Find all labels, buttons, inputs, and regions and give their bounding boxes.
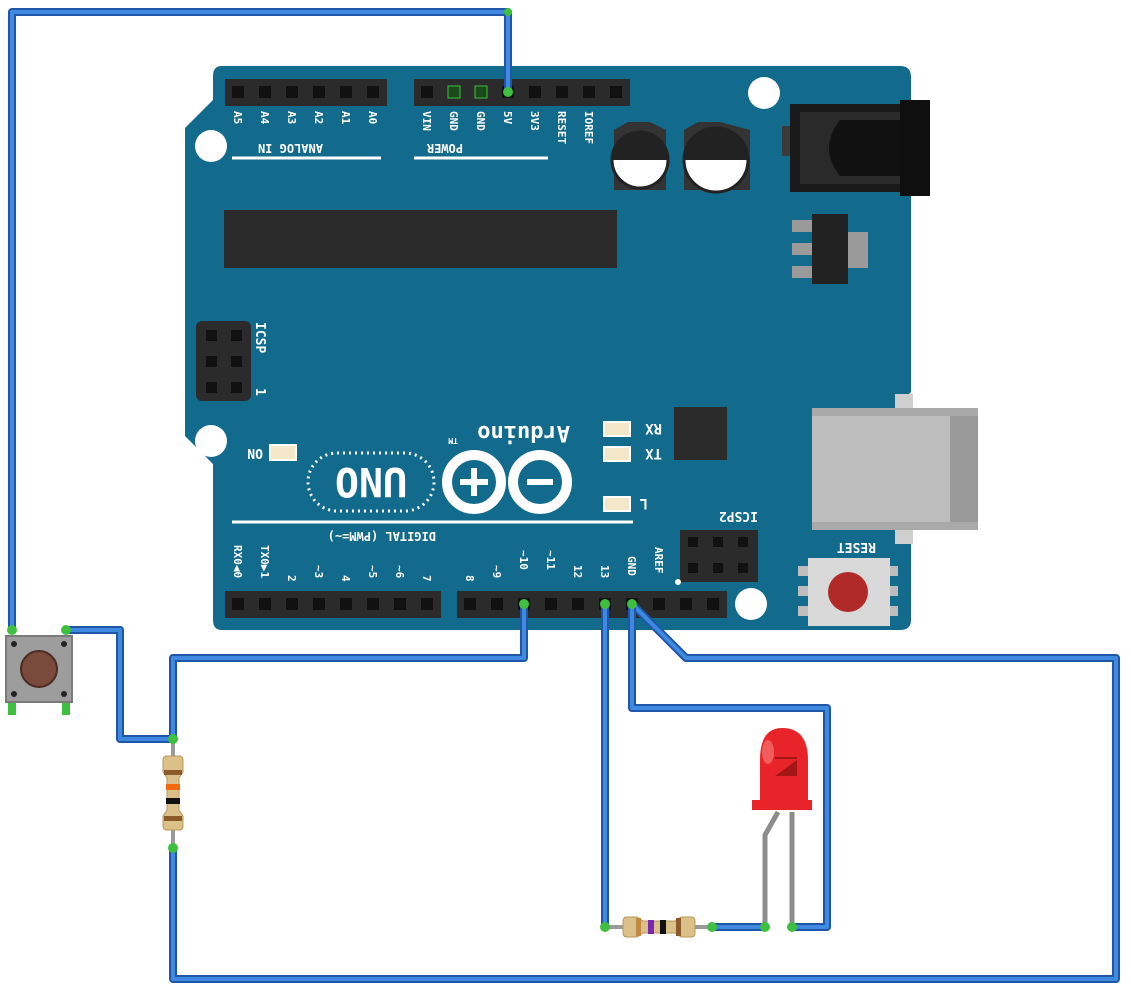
mounting-hole — [735, 588, 767, 620]
mounting-hole — [195, 130, 227, 162]
l-led — [603, 496, 631, 512]
pin-label-a4: A4 — [258, 111, 271, 125]
capacitor — [610, 122, 670, 190]
icsp2-label: ICSP2 — [719, 508, 758, 523]
icsp-label: ICSP — [252, 322, 267, 353]
mounting-hole — [748, 77, 780, 109]
arduino-brand-text: Arduino — [477, 420, 570, 445]
pin-label-d11: ~11 — [544, 550, 557, 570]
pin-label-aref: AREF — [652, 547, 665, 574]
pin-label-d13: 13 — [598, 565, 611, 578]
icsp-header — [196, 321, 251, 401]
power-label: POWER — [426, 141, 463, 155]
pin-label-d12: 12 — [571, 565, 584, 578]
tx-label: TX — [645, 445, 662, 461]
uno-text: UNO — [335, 458, 407, 504]
icsp2-header — [675, 530, 758, 585]
pin-label-d1: TX0▶1 — [258, 545, 271, 578]
pin-label-a5: A5 — [231, 111, 244, 124]
voltage-regulator — [792, 214, 868, 284]
pin-label-d6: ~6 — [393, 565, 406, 579]
pin-label-d2: 2 — [285, 575, 298, 582]
pin-label-gnd: GND — [625, 556, 638, 576]
usb-interface-chip — [674, 407, 727, 460]
on-led — [269, 444, 297, 461]
pin-label-3v3: 3V3 — [528, 111, 541, 131]
rx-label: RX — [645, 420, 662, 436]
pin-label-5v: 5V — [501, 111, 514, 125]
capacitor — [682, 122, 750, 194]
pin-label-reset: RESET — [555, 111, 568, 144]
power-pin-labels: VIN GND GND 5V 3V3 RESET IOREF — [420, 111, 595, 144]
digital-header-left — [225, 591, 441, 618]
usb-connector — [812, 394, 978, 544]
pin-label-gnd: GND — [447, 111, 460, 131]
microcontroller-chip — [224, 210, 617, 268]
uno-badge — [306, 451, 436, 513]
pin-label-d5: ~5 — [366, 565, 379, 578]
digital-header-right — [457, 591, 727, 618]
connection-points — [7, 8, 797, 932]
wire-resistor-to-gnd-rail[interactable] — [169, 600, 1120, 983]
analog-in-label: ANALOG IN — [258, 141, 323, 155]
digital-label: DIGITAL (PWM=~) — [328, 529, 436, 543]
push-button[interactable] — [5, 635, 73, 715]
pin-label-d9: ~9 — [490, 565, 503, 578]
pin-label-d0: RX0◀0 — [231, 545, 244, 578]
pin-label-a0: A0 — [366, 111, 379, 124]
pin-label-d10: ~10 — [517, 550, 530, 570]
pin-label-d3: ~3 — [312, 565, 325, 578]
pin-label-d4: 4 — [339, 575, 352, 582]
pin-label-a1: A1 — [339, 111, 352, 125]
wire-5v-to-button[interactable] — [8, 8, 512, 634]
rx-led — [603, 421, 631, 437]
on-label: ON — [247, 445, 263, 460]
arduino-logo — [442, 450, 572, 514]
board-outline — [185, 66, 911, 630]
icsp-pin1-label: 1 — [252, 388, 267, 396]
wire-button-to-resistor[interactable] — [62, 626, 177, 743]
arduino-board: A5 A4 A3 A2 A1 A0 ANALOG IN VIN — [185, 66, 978, 630]
pin-label-d7: 7 — [420, 575, 433, 582]
pull-down-resistor — [162, 739, 184, 848]
wire-pin10-to-resistor[interactable] — [169, 600, 528, 743]
led-resistor — [605, 916, 712, 938]
reset-button[interactable] — [798, 558, 898, 626]
pin-label-d8: 8 — [463, 575, 476, 582]
pin-label-ioref: IOREF — [582, 111, 595, 144]
analog-header — [225, 79, 387, 106]
red-led — [752, 728, 812, 927]
pin-label-gnd: GND — [474, 111, 487, 131]
pin-label-a3: A3 — [285, 111, 298, 124]
dc-power-jack — [782, 100, 930, 196]
wire-gnd-to-led-cathode[interactable] — [628, 600, 831, 931]
mounting-hole — [195, 425, 227, 457]
digital-pin-labels: RX0◀0 TX0▶1 2 ~3 4 ~5 ~6 7 8 ~9 ~10 ~11 … — [231, 545, 665, 582]
reset-label: RESET — [837, 539, 876, 554]
pin-label-a2: A2 — [312, 111, 325, 124]
analog-pin-labels: A5 A4 A3 A2 A1 A0 — [231, 111, 379, 125]
pin-label-vin: VIN — [420, 111, 433, 131]
l-label: L — [640, 495, 648, 511]
power-header — [414, 79, 630, 106]
trademark-text: TM — [448, 436, 458, 445]
tx-led — [603, 446, 631, 462]
